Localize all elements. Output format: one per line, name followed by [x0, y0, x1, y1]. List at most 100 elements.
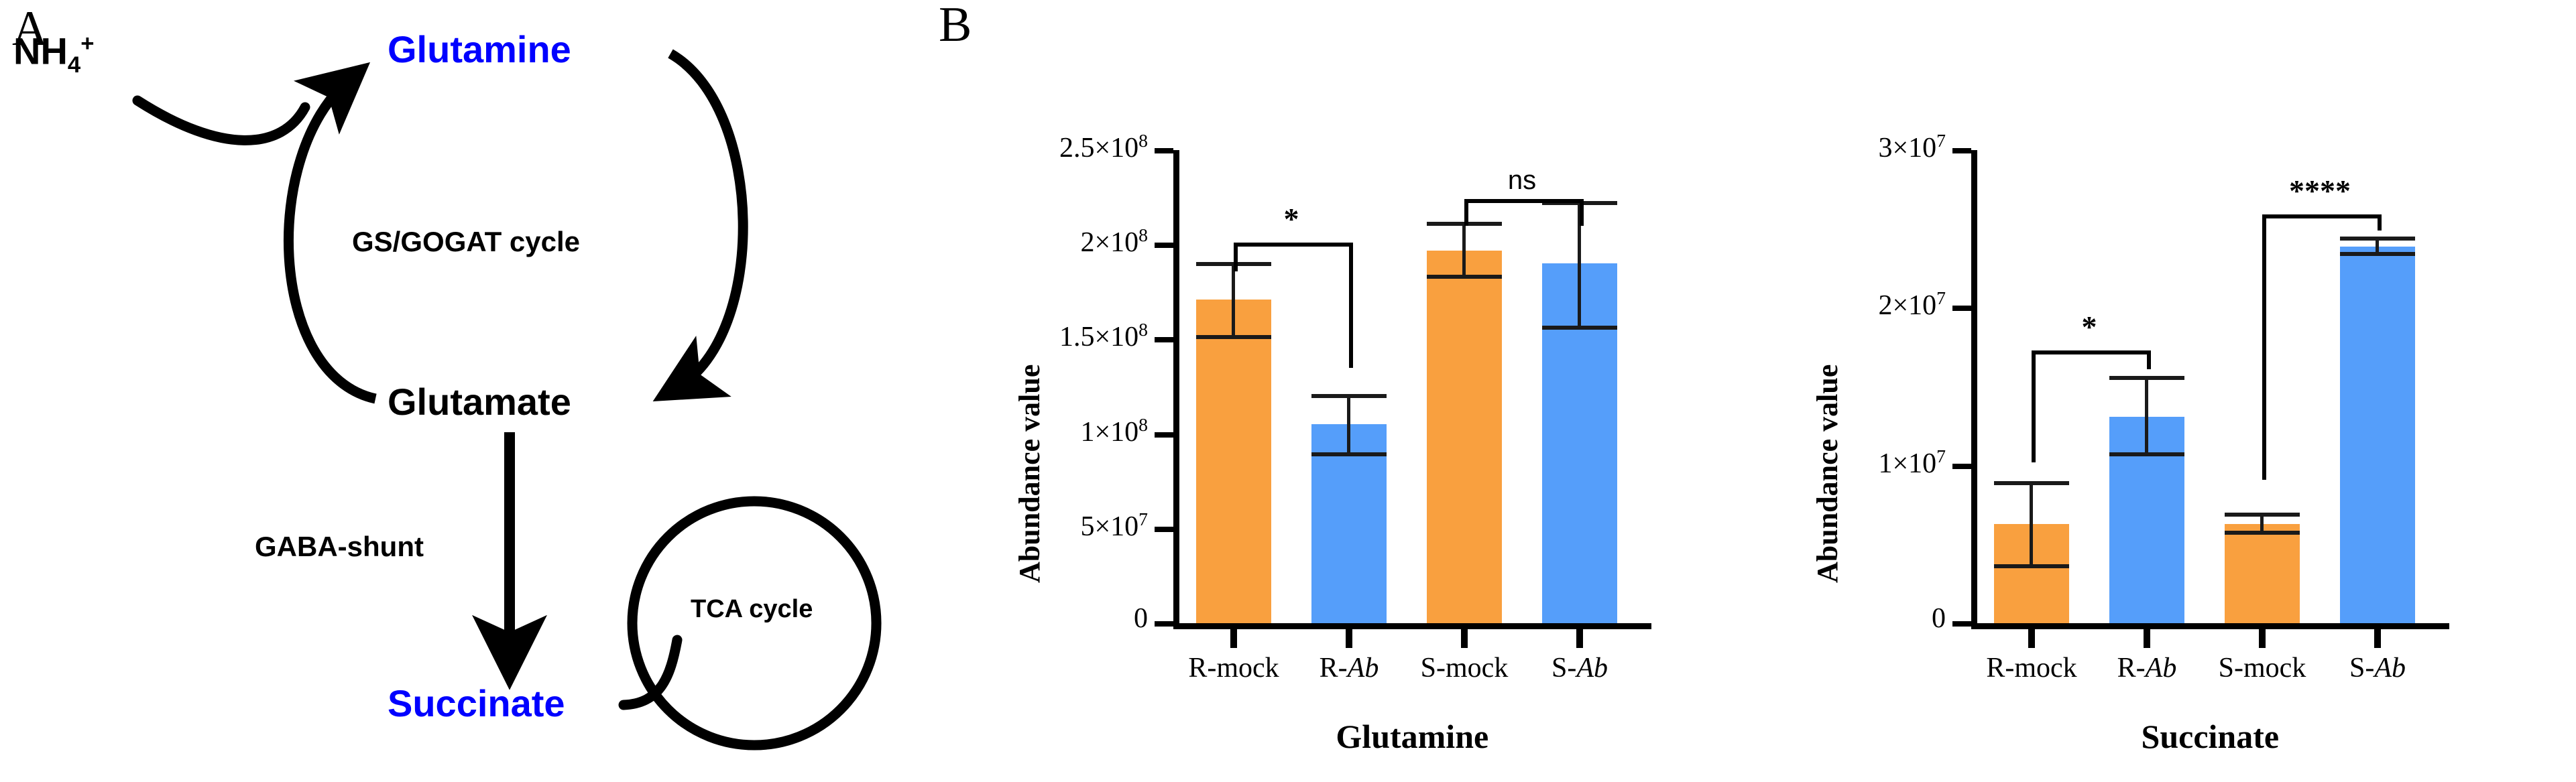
y-tick-label: 1×107 [1878, 445, 1946, 479]
error-bar-r-mock [1232, 261, 1235, 340]
x-axis-label-s-ab: S-Ab [2349, 653, 2406, 683]
y-tick-label: 3×107 [1878, 130, 1946, 164]
x-tick-mark [1346, 629, 1352, 648]
y-axis-label: Abundance value [1013, 364, 1046, 583]
x-tick-mark [1576, 629, 1583, 648]
y-tick-mark [1952, 148, 1971, 153]
y-tick-label: 2.5×108 [1059, 130, 1148, 164]
sig-r-mock-vs-r-ab-bracket-top [2032, 350, 2150, 354]
x-axis-label-r-mock: R-mock [1188, 653, 1279, 683]
pathway-arrows [132, 49, 882, 751]
node-glutamine: Glutamine [388, 28, 571, 70]
x-tick-mark [2144, 629, 2150, 648]
sig-r-mock-vs-r-ab-bracket-top [1234, 243, 1352, 247]
node-ammonium-sub: 4 [67, 52, 81, 78]
x-axis-label-r-ab: R-Ab [2117, 653, 2177, 683]
panel-b-letter: B [939, 0, 972, 52]
error-cap-lower [1427, 275, 1502, 279]
y-tick-mark [1155, 337, 1173, 343]
bar-s-mock[interactable] [1427, 250, 1502, 623]
node-glutamate: Glutamate [388, 381, 571, 423]
sig-r-mock-vs-r-ab-bracket-right [2147, 350, 2151, 370]
sig-s-mock-vs-s-ab-bracket-right [1580, 199, 1584, 226]
y-tick-label: 2×108 [1080, 224, 1148, 259]
y-tick-mark [1155, 621, 1173, 627]
node-ammonium: NH4+ [13, 32, 94, 77]
bar-s-ab[interactable] [2340, 246, 2415, 623]
sig-s-mock-vs-s-ab-label: ns [1507, 166, 1537, 196]
x-axis-label-s-mock: S-mock [2218, 653, 2306, 683]
panel-a-letter: A [12, 1, 48, 56]
y-axis-line [1173, 150, 1179, 629]
y-tick-mark [1952, 463, 1971, 469]
error-cap-lower [1994, 564, 2069, 568]
y-tick-mark [1155, 526, 1173, 532]
error-cap-lower [1196, 335, 1271, 340]
node-succinate: Succinate [388, 682, 565, 724]
label-tca-cycle: TCA cycle [691, 595, 813, 623]
y-tick-mark [1155, 148, 1173, 153]
label-gs-gogat-cycle: GS/GOGAT cycle [352, 226, 580, 257]
error-bar-r-mock [2030, 481, 2033, 568]
chart-title-glutamine: Glutamine [1336, 718, 1489, 755]
bar-r-ab[interactable] [1311, 424, 1387, 623]
error-cap-lower [1542, 326, 1617, 330]
error-cap-lower [1311, 452, 1387, 457]
node-ammonium-sup: + [80, 31, 95, 56]
error-cap-upper [2225, 513, 2300, 517]
error-bar-s-mock [1462, 222, 1466, 279]
y-tick-label: 1×108 [1080, 413, 1148, 448]
chart-title-succinate: Succinate [2141, 718, 2280, 755]
sig-s-mock-vs-s-ab-bracket-left [2262, 214, 2266, 480]
error-bar-r-ab [2145, 375, 2148, 456]
error-bar-r-ab [1347, 394, 1350, 457]
node-ammonium-base: NH [13, 29, 68, 72]
error-bar-s-mock [2260, 513, 2264, 535]
y-tick-label: 2×107 [1878, 287, 1946, 322]
error-bar-s-ab [2376, 237, 2379, 256]
y-tick-label: 0 [1932, 603, 1946, 634]
x-tick-mark [2374, 629, 2381, 648]
y-tick-label: 0 [1134, 603, 1148, 634]
sig-s-mock-vs-s-ab-label: **** [2289, 174, 2351, 208]
panel-b-bar-charts: B Abundance value 0 5×107 1×108 1.5×108 2×108… [932, 0, 2576, 782]
x-tick-mark [2259, 629, 2266, 648]
x-axis-label-r-ab: R-Ab [1319, 653, 1379, 683]
bar-r-mock[interactable] [1196, 300, 1271, 623]
sig-r-mock-vs-r-ab-bracket-right [1349, 243, 1353, 368]
error-cap-upper [2340, 237, 2415, 241]
error-cap-lower [2109, 452, 2184, 456]
x-axis-line [1971, 623, 2449, 629]
error-cap-upper [2109, 375, 2184, 380]
y-tick-label: 1.5×108 [1059, 319, 1148, 353]
sig-s-mock-vs-s-ab-bracket-top [2262, 214, 2381, 219]
error-cap-upper [1311, 394, 1387, 399]
x-axis-label-s-mock: S-mock [1420, 653, 1509, 683]
y-tick-label: 5×107 [1080, 508, 1148, 542]
error-cap-lower [2340, 251, 2415, 256]
sig-r-mock-vs-r-ab-bracket-left [2032, 350, 2036, 462]
error-bar-s-ab [1578, 201, 1581, 330]
error-cap-lower [2225, 531, 2300, 535]
sig-s-mock-vs-s-ab-bracket-top [1464, 199, 1583, 204]
x-axis-label-s-ab: S-Ab [1551, 653, 1608, 683]
x-tick-mark [1230, 629, 1237, 648]
label-gaba-shunt: GABA-shunt [255, 531, 424, 562]
y-tick-mark [1155, 243, 1173, 249]
sig-r-mock-vs-r-ab-label: * [2081, 309, 2097, 344]
x-tick-mark [2028, 629, 2035, 648]
chart-glutamine: Abundance value 0 5×107 1×108 1.5×108 2×108 2.… [972, 0, 1743, 782]
error-cap-upper [1994, 481, 2069, 486]
x-axis-label-r-mock: R-mock [1986, 653, 2077, 683]
x-axis-line [1173, 623, 1651, 629]
y-tick-mark [1952, 621, 1971, 627]
sig-s-mock-vs-s-ab-bracket-left [1464, 199, 1468, 226]
y-tick-mark [1952, 306, 1971, 312]
sig-s-mock-vs-s-ab-bracket-right [2378, 214, 2382, 231]
bar-s-mock[interactable] [2225, 523, 2300, 623]
sig-r-mock-vs-r-ab-label: * [1283, 202, 1299, 237]
sig-r-mock-vs-r-ab-bracket-left [1234, 243, 1238, 271]
y-axis-line [1971, 150, 1977, 629]
y-tick-mark [1155, 432, 1173, 438]
